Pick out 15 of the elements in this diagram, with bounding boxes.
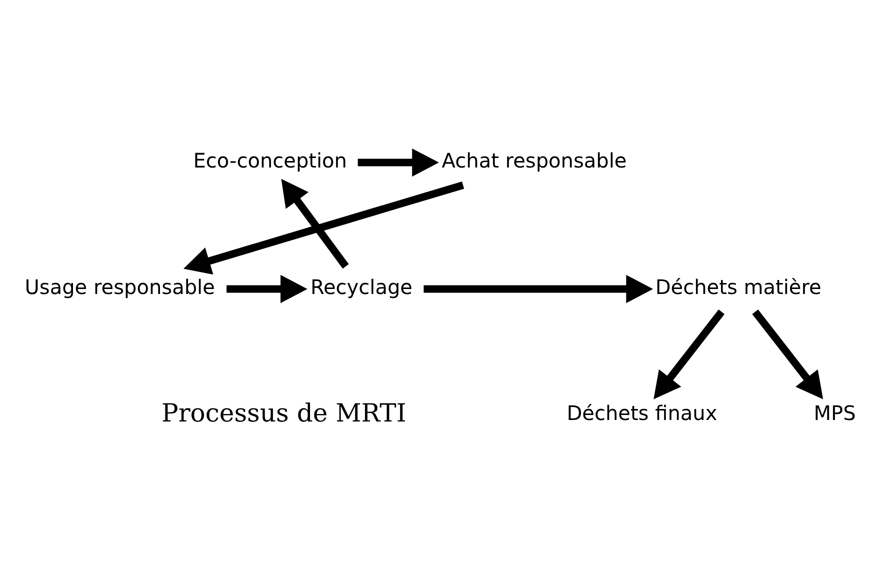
arrow — [281, 178, 349, 268]
node-text: Usage responsable — [24, 274, 215, 298]
arrow — [358, 148, 439, 176]
arrow — [424, 274, 654, 303]
node-text: Recyclage — [310, 274, 413, 298]
node-text: MPS — [814, 400, 856, 425]
node-text: Achat responsable — [442, 148, 627, 172]
label: Processus de MRTI — [161, 398, 406, 428]
arrow — [226, 274, 308, 303]
arrow — [654, 309, 725, 399]
arrow — [752, 309, 824, 399]
node-text: Déchets finaux — [566, 400, 718, 425]
node-text: Eco-conception — [193, 148, 347, 172]
arrow — [183, 181, 464, 274]
node-text: Déchets matière — [655, 274, 822, 298]
